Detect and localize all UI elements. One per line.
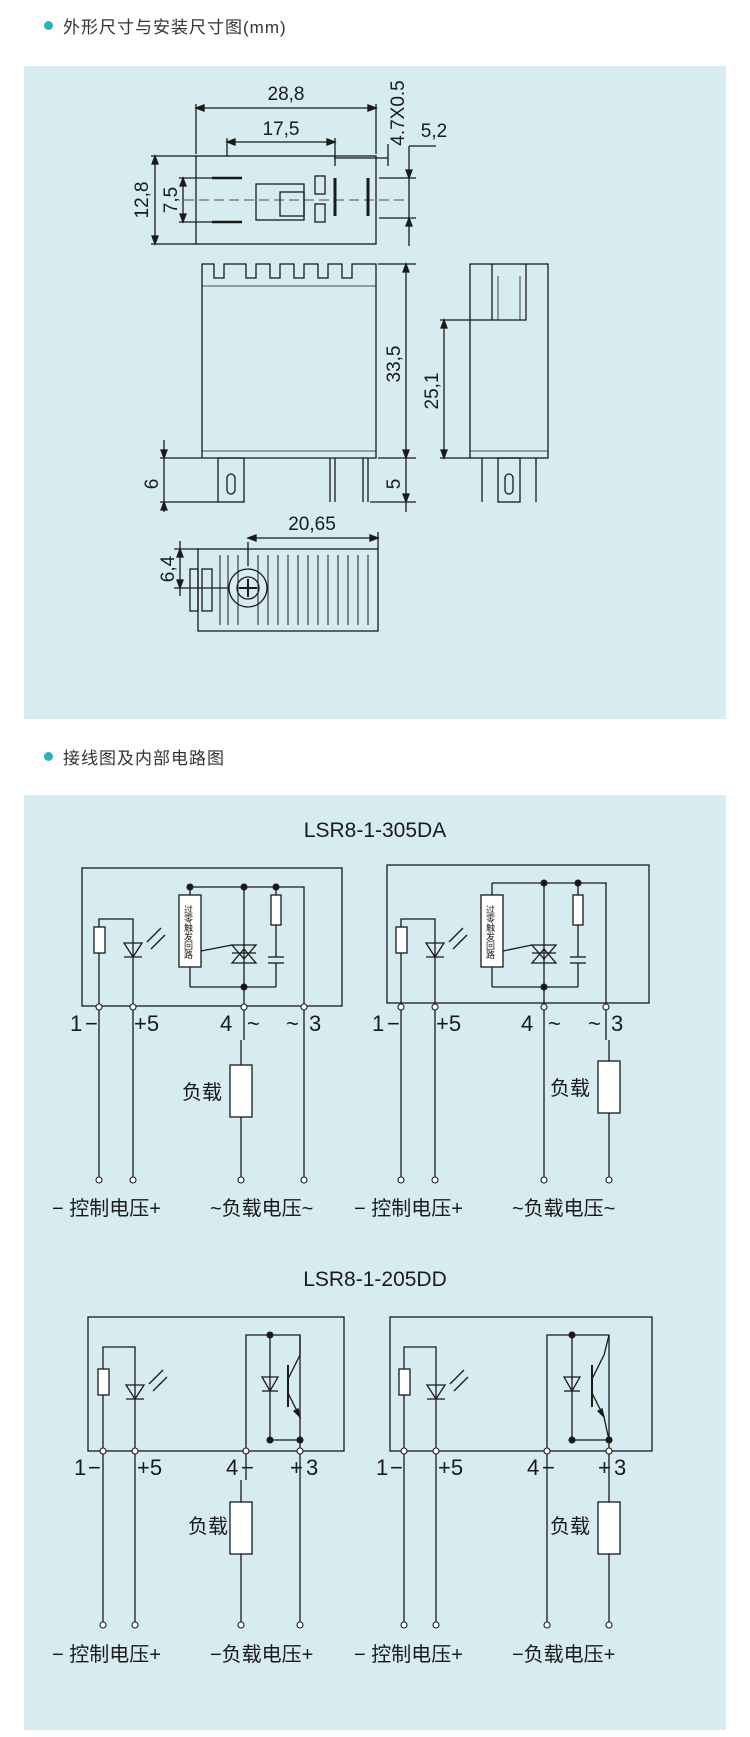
- wiring-diagram-panel: LSR8-1-305DA LSR8-1-205DD: [24, 795, 726, 1730]
- trigger-label: 过零触发回路: [183, 904, 193, 960]
- load-voltage-caption: −负载电压+: [210, 1643, 313, 1666]
- dim-screw-offset: 6,4: [158, 555, 179, 582]
- load-voltage-caption: ~负载电压~: [512, 1197, 615, 1220]
- dim-pin-row: 7,5: [161, 187, 182, 213]
- bullet-icon: [44, 751, 53, 761]
- control-voltage-caption: − 控制电压+: [52, 1197, 161, 1220]
- dim-offset-right: 5,2: [421, 121, 447, 142]
- circuit-dd-left: [87, 1316, 345, 1625]
- circuit-dd-right: [389, 1316, 653, 1625]
- load-label: 负载: [188, 1515, 228, 1538]
- dim-width-total: 28,8: [268, 84, 305, 105]
- pin-3-label: 3: [614, 1455, 626, 1480]
- svg-text:+: +: [290, 1455, 303, 1480]
- control-voltage-caption: − 控制电压+: [52, 1643, 161, 1666]
- model-dd-title: LSR8-1-205DD: [303, 1268, 447, 1291]
- dim-depth: 12,8: [132, 182, 153, 219]
- dim-base-span: 20,65: [288, 514, 336, 535]
- svg-text:−: −: [85, 1011, 98, 1036]
- pin-1-label: 1: [70, 1011, 82, 1036]
- pin-3-label: 3: [306, 1455, 318, 1480]
- trigger-label: 过零触发回路: [485, 904, 495, 960]
- dim-height-body: 25,1: [422, 373, 443, 410]
- load-voltage-caption: ~负载电压~: [210, 1197, 313, 1220]
- svg-text:~: ~: [588, 1011, 601, 1036]
- svg-text:+: +: [598, 1455, 611, 1480]
- top-view: [151, 104, 436, 246]
- terminal-dots: [400, 1331, 613, 1629]
- circuit-da-right: [386, 864, 650, 1180]
- load-label: 负载: [182, 1081, 222, 1104]
- pin-5-label: +5: [436, 1011, 461, 1036]
- svg-text:−: −: [241, 1455, 254, 1480]
- bottom-view: [174, 532, 380, 632]
- terminal-dots: [397, 879, 613, 1184]
- section-heading-dimensions: 外形尺寸与安装尺寸图(mm): [44, 12, 287, 38]
- pin-1-label: 1: [376, 1455, 388, 1480]
- section-title: 外形尺寸与安装尺寸图(mm): [63, 17, 287, 37]
- load-label: 负载: [550, 1515, 590, 1538]
- front-view: [160, 262, 416, 512]
- side-view: [440, 263, 549, 503]
- pin-1-label: 1: [74, 1455, 86, 1480]
- svg-text:−: −: [542, 1455, 555, 1480]
- model-da-title: LSR8-1-305DA: [304, 819, 446, 842]
- pin-4-label: 4: [527, 1455, 539, 1480]
- bullet-icon: [44, 20, 53, 30]
- pin-3-label: 3: [309, 1011, 321, 1036]
- pin-5-label: +5: [137, 1455, 162, 1480]
- load-voltage-caption: −负载电压+: [512, 1643, 615, 1666]
- pin-4-label: 4: [226, 1455, 238, 1480]
- pin-4-label: 4: [521, 1011, 533, 1036]
- terminal-dots: [99, 1331, 304, 1629]
- control-voltage-caption: − 控制电压+: [354, 1197, 463, 1220]
- svg-text:−: −: [390, 1455, 403, 1480]
- dim-pin-left: 6: [142, 479, 163, 490]
- dimension-drawing: 28,8 17,5 4.7X0.5 5,2 12,8 7,5 33,5 25,1…: [132, 80, 549, 632]
- dim-tab-size: 4.7X0.5: [388, 80, 409, 146]
- control-voltage-caption: − 控制电压+: [354, 1643, 463, 1666]
- svg-text:−: −: [88, 1455, 101, 1480]
- pin-5-label: +5: [438, 1455, 463, 1480]
- dim-pin-right: 5: [384, 479, 405, 490]
- section-title: 接线图及内部电路图: [63, 748, 225, 768]
- section-heading-wiring: 接线图及内部电路图: [44, 743, 225, 769]
- circuit-da-left: [81, 867, 343, 1180]
- load-label: 负载: [550, 1077, 590, 1100]
- pin-3-label: 3: [611, 1011, 623, 1036]
- pin-1-label: 1: [372, 1011, 384, 1036]
- svg-text:~: ~: [247, 1011, 260, 1036]
- svg-text:~: ~: [548, 1011, 561, 1036]
- dimension-drawing-panel: 28,8 17,5 4.7X0.5 5,2 12,8 7,5 33,5 25,1…: [24, 66, 726, 719]
- svg-text:−: −: [387, 1011, 400, 1036]
- terminal-dots: [95, 883, 308, 1184]
- pin-4-label: 4: [220, 1011, 232, 1036]
- svg-text:~: ~: [286, 1011, 299, 1036]
- dim-height-total: 33,5: [384, 346, 405, 383]
- dim-terminal-span: 17,5: [263, 119, 300, 140]
- pin-5-label: +5: [134, 1011, 159, 1036]
- wiring-diagrams: LSR8-1-305DA LSR8-1-205DD: [52, 819, 653, 1666]
